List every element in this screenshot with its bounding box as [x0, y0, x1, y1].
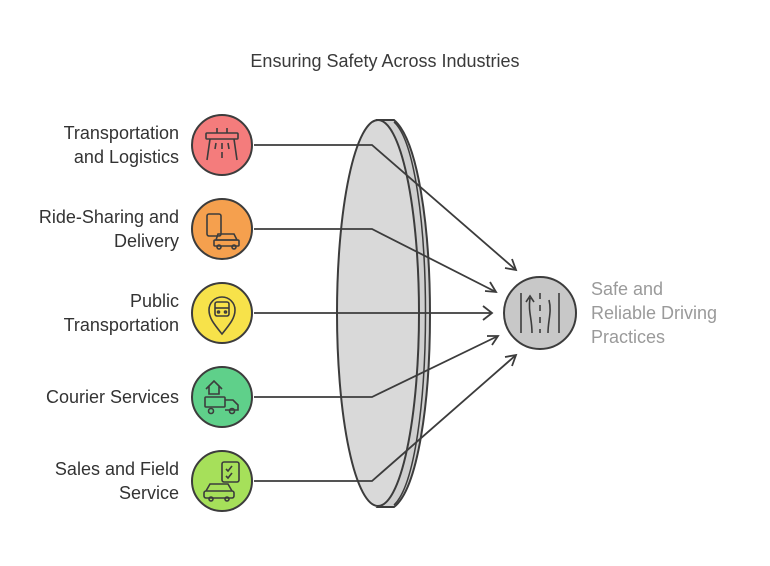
input-label-4: Courier Services — [45, 387, 179, 407]
input-label-3: Public Transportation — [63, 291, 179, 335]
connectors — [254, 144, 517, 482]
input-node-5 — [191, 450, 253, 512]
output-label: Safe and Reliable Driving Practices — [591, 279, 718, 347]
connector-1 — [254, 144, 517, 271]
arrowheads — [482, 258, 518, 367]
connector-4 — [254, 335, 499, 398]
connector-5 — [254, 354, 517, 482]
checklist-car-icon — [203, 461, 240, 502]
phone-car-icon — [206, 213, 240, 250]
highway-icon — [205, 128, 239, 161]
input-label-2: Ride-Sharing and Delivery — [38, 207, 179, 251]
input-node-1 — [191, 114, 253, 176]
input-label-1: Transportation and Logistics — [63, 123, 179, 167]
input-label-5: Sales and Field Service — [54, 459, 179, 503]
bus-location-icon — [208, 296, 236, 336]
input-node-3 — [191, 282, 253, 344]
output-node — [503, 276, 577, 350]
input-node-2 — [191, 198, 253, 260]
connector-2 — [254, 228, 497, 293]
input-node-4 — [191, 366, 253, 428]
diagram-title: Ensuring Safety Across Industries — [250, 51, 520, 71]
house-truck-icon — [204, 379, 239, 415]
road-lanes-icon — [520, 293, 560, 334]
